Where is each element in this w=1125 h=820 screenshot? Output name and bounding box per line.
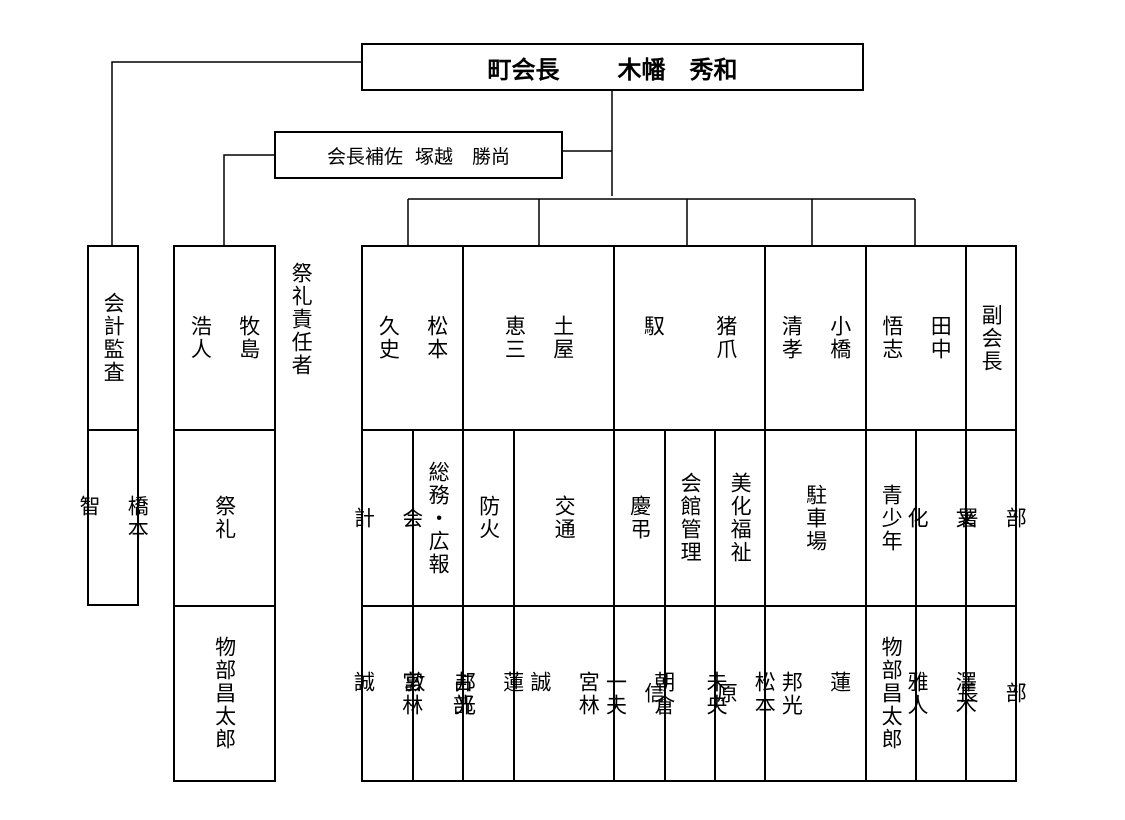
vp-name-1: 松本 久史: [376, 315, 449, 361]
chairman-name: 木幡 秀和: [617, 55, 738, 84]
manager-cell-1: 宮林 誠: [351, 670, 424, 717]
vice-president-label: 副会長: [979, 303, 1004, 373]
dept-cell-2: 総務・広報: [426, 460, 451, 576]
auditor-title: 会計監査: [101, 292, 126, 384]
manager-cell-5: 朝倉 一夫: [603, 670, 676, 717]
chairman-box: 町会長 木幡 秀和: [361, 43, 864, 91]
manager-cell-4: 宮林 誠: [527, 670, 601, 717]
festival-box: 牧島 浩人 祭礼 物部昌太郎: [173, 245, 276, 782]
vp-name-2: 土屋 恵三: [502, 315, 575, 361]
manager-cell-6: 原 信: [641, 682, 739, 705]
chairman-title: 町会長: [487, 55, 560, 84]
festival-head-name: 牧島 浩人: [188, 315, 261, 361]
assistant-box: 会長補佐 塚越 勝尚: [274, 131, 563, 179]
dept-cell-8: 駐車場: [803, 483, 828, 553]
assistant-title: 会長補佐: [326, 145, 403, 168]
manager-cell-9: 物部昌太郎: [879, 636, 904, 751]
manager-label: 部 長: [954, 682, 1028, 705]
dept-cell-4: 交通: [552, 495, 577, 541]
manager-cell-10: 澤木 雅人: [904, 670, 978, 717]
line-assistant-festival: [223, 154, 275, 246]
dept-cell-10: 文 化: [904, 506, 978, 530]
dept-cell-6: 会館管理: [678, 472, 703, 564]
assistant-name: 塚越 勝尚: [415, 145, 511, 168]
dept-cell-5: 慶弔: [627, 495, 652, 541]
manager-cell-3: 蓮 邦光: [452, 670, 525, 717]
department-grid: 松本 久史 土屋 恵三 猪爪 馭 小橋 清孝 田中 悟志 副会長 会 計 総務・…: [351, 245, 1027, 782]
dept-cell-1: 会 計: [351, 506, 424, 530]
festival-role-label: 祭礼責任者: [289, 262, 314, 377]
vp-name-4: 小橋 清孝: [779, 315, 852, 361]
auditor-name: 橋本 智: [76, 494, 150, 541]
manager-cell-7: 松本 未央: [703, 670, 777, 717]
dept-cell-7: 美化福祉: [728, 472, 753, 564]
vp-name-5: 田中 悟志: [879, 315, 953, 361]
manager-cell-8: 蓮 邦光: [779, 670, 852, 717]
auditor-box: 会計監査 橋本 智: [77, 245, 149, 606]
line-chairman-auditor: [111, 61, 362, 246]
festival-dept: 祭礼: [212, 495, 237, 541]
vp-name-3: 猪爪 馭: [641, 315, 738, 361]
dept-cell-3: 防火: [476, 495, 501, 541]
festival-manager: 物部昌太郎: [212, 636, 237, 751]
manager-cell-2: 占部 敦: [401, 670, 475, 717]
dept-label: 部 署: [954, 506, 1028, 530]
dept-cell-9: 青少年: [879, 483, 904, 553]
